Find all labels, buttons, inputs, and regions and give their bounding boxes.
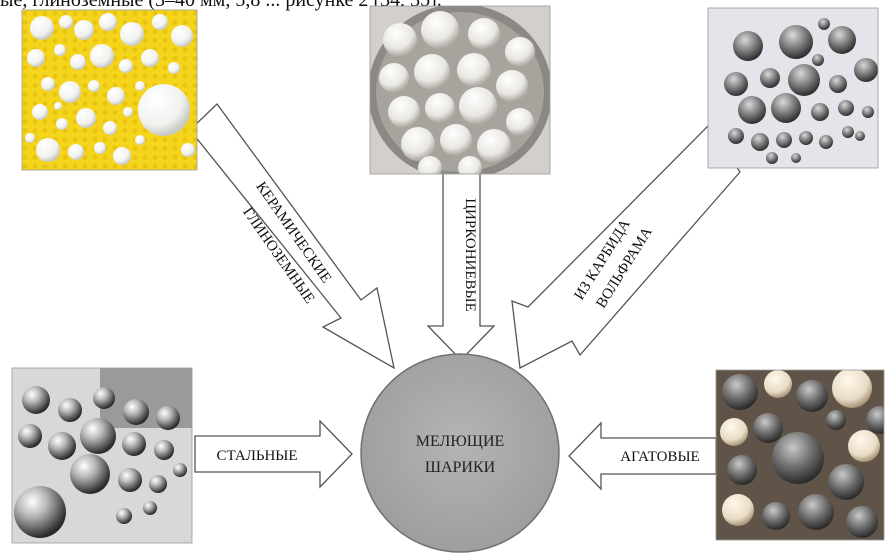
- zirconia-photo: [369, 5, 551, 175]
- arrow-ceramic: [189, 103, 395, 370]
- arrow-steel: [194, 419, 353, 489]
- agate-photo: [715, 369, 885, 541]
- arrow-agate: [568, 421, 717, 491]
- arrow-zirconia: [426, 167, 496, 361]
- center-circle: [360, 353, 560, 553]
- label-steel: СТАЛЬНЫЕ: [216, 448, 297, 464]
- label-zirconia: ЦИРКОНИЕВЫЕ: [462, 198, 478, 312]
- center-label-line2: ШАРИКИ: [425, 459, 496, 476]
- center-label-line1: МЕЛЮЩИЕ: [416, 433, 505, 450]
- steel-photo: [11, 367, 193, 544]
- arrow-tungsten: [511, 124, 741, 370]
- header-text-fragment: ые, глиноземные (3–40 мм, 5,8 ... рисунк…: [0, 0, 442, 11]
- tungsten-carbide-photo: [707, 7, 879, 169]
- ceramic-alumina-photo: [21, 9, 198, 171]
- label-agate: АГАТОВЫЕ: [620, 449, 699, 465]
